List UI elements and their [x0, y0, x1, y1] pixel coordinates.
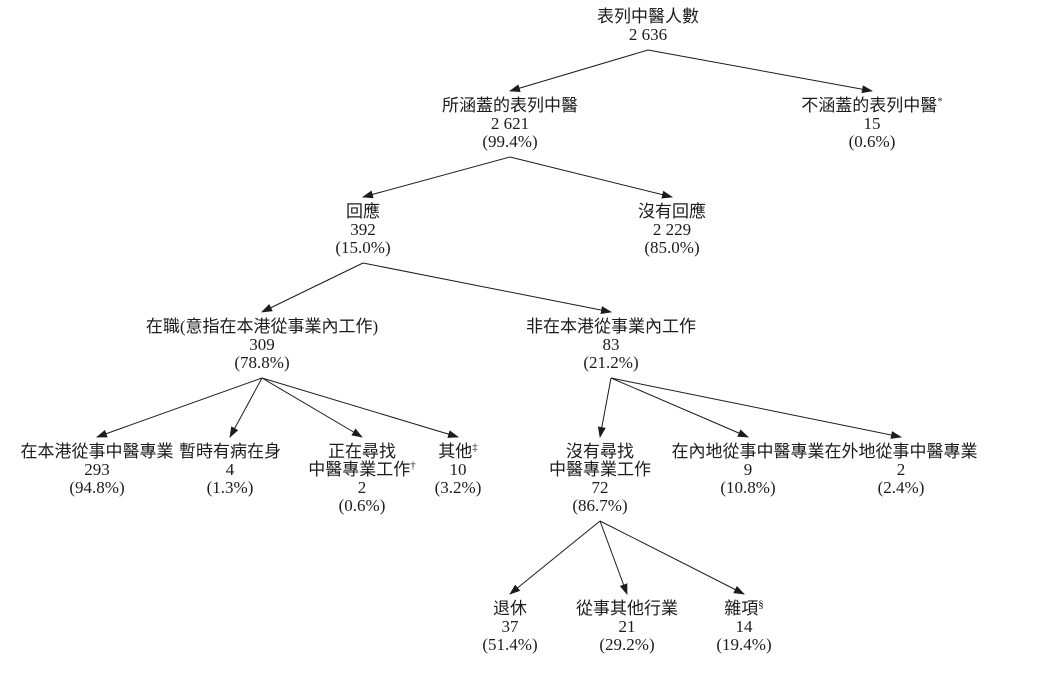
edges-group [96, 49, 902, 595]
node-count: 21 [618, 617, 636, 636]
node-label: 在本港從事中醫專業 [20, 442, 174, 461]
edge-not-seeking-cm-work-to-miscellaneous [599, 520, 745, 595]
node-label: 在職(意指在本港從事業內工作) [145, 317, 379, 336]
node-percent: (15.0%) [335, 238, 391, 257]
edge-covered-to-no-response [509, 156, 673, 199]
edge-covered-to-responded [362, 156, 511, 199]
node-count: 2 636 [628, 25, 668, 44]
edge-total-listed-to-covered [509, 49, 649, 92]
node-percent: (78.8%) [234, 353, 290, 372]
footnote-mark: ‡ [472, 441, 478, 454]
node-count: 9 [743, 460, 753, 479]
node-count: 4 [225, 460, 235, 479]
node-percent: (10.8%) [720, 478, 776, 497]
node-count: 2 229 [652, 220, 692, 239]
node-count: 37 [501, 617, 519, 636]
node-label: 所涵蓋的表列中醫 [442, 96, 578, 115]
edge-active-to-practising-in-hk [96, 377, 263, 438]
node-percent: (0.6%) [338, 496, 386, 515]
node-count: 309 [249, 335, 275, 354]
node-label: 其他‡ [438, 441, 478, 461]
node-count: 2 621 [490, 114, 530, 133]
edge-active-to-others [261, 377, 459, 438]
node-seeking-cm-work: 正在尋找中醫專業工作†2(0.6%) [308, 443, 416, 515]
node-label: 不涵蓋的表列中醫* [801, 95, 943, 115]
node-label: 在內地從事中醫專業 [671, 442, 825, 461]
edge-responded-to-not-active-in-hk [362, 262, 612, 314]
edge-not-active-in-hk-to-overseas-practice [610, 377, 902, 439]
node-count: 2 [896, 460, 906, 479]
node-count: 2 [357, 478, 367, 497]
node-percent: (3.2%) [434, 478, 482, 497]
edge-not-active-in-hk-to-not-seeking-cm-work [597, 377, 612, 438]
edge-active-to-seeking-cm-work [261, 377, 363, 438]
node-percent: (51.4%) [482, 635, 538, 654]
node-active: 在職(意指在本港從事業內工作)309(78.8%) [146, 318, 378, 372]
node-label: 非在本港從事業內工作 [526, 317, 696, 336]
node-label: 表列中醫人數 [597, 7, 699, 26]
edge-responded-to-active [261, 262, 364, 313]
footnote-mark: † [410, 459, 416, 472]
node-percent: (19.4%) [716, 635, 772, 654]
node-percent: (29.2%) [599, 635, 655, 654]
node-label: 沒有尋找 [566, 442, 634, 461]
node-percent: (85.0%) [644, 238, 700, 257]
node-label: 沒有回應 [638, 202, 706, 221]
node-percent: (21.2%) [583, 353, 639, 372]
node-label: 暫時有病在身 [179, 442, 281, 461]
node-percent: (86.7%) [572, 496, 628, 515]
node-percent: (0.6%) [848, 132, 896, 151]
node-label: 退休 [492, 599, 527, 618]
node-label: 雜項§ [724, 598, 764, 618]
edge-not-active-in-hk-to-mainland-practice [610, 377, 749, 438]
node-percent: (99.4%) [482, 132, 538, 151]
node-count: 293 [84, 460, 110, 479]
node-label: 從事其他行業 [576, 599, 678, 618]
node-label: 中醫專業工作 [549, 460, 651, 479]
edge-active-to-temporarily-ill [229, 377, 263, 438]
node-label: 正在尋找 [328, 442, 396, 461]
node-miscellaneous: 雜項§14(19.4%) [716, 598, 772, 654]
node-count: 15 [863, 114, 881, 133]
node-not-covered: 不涵蓋的表列中醫*15(0.6%) [801, 95, 943, 151]
node-label: 回應 [345, 202, 380, 221]
node-label: 中醫專業工作† [308, 459, 416, 479]
edge-not-seeking-cm-work-to-other-industry [599, 520, 628, 595]
footnote-mark: * [937, 95, 943, 108]
node-count: 14 [735, 617, 753, 636]
edge-total-listed-to-not-covered [647, 49, 873, 94]
node-others: 其他‡10(3.2%) [434, 441, 482, 497]
node-percent: (2.4%) [877, 478, 925, 497]
node-label: 在外地從事中醫專業 [824, 442, 978, 461]
node-percent: (1.3%) [206, 478, 254, 497]
node-count: 392 [350, 220, 376, 239]
node-count: 10 [449, 460, 467, 479]
node-count: 83 [602, 335, 620, 354]
node-percent: (94.8%) [69, 478, 125, 497]
footnote-mark: § [758, 598, 764, 611]
edge-not-seeking-cm-work-to-retired [509, 520, 601, 595]
node-count: 72 [591, 478, 609, 497]
